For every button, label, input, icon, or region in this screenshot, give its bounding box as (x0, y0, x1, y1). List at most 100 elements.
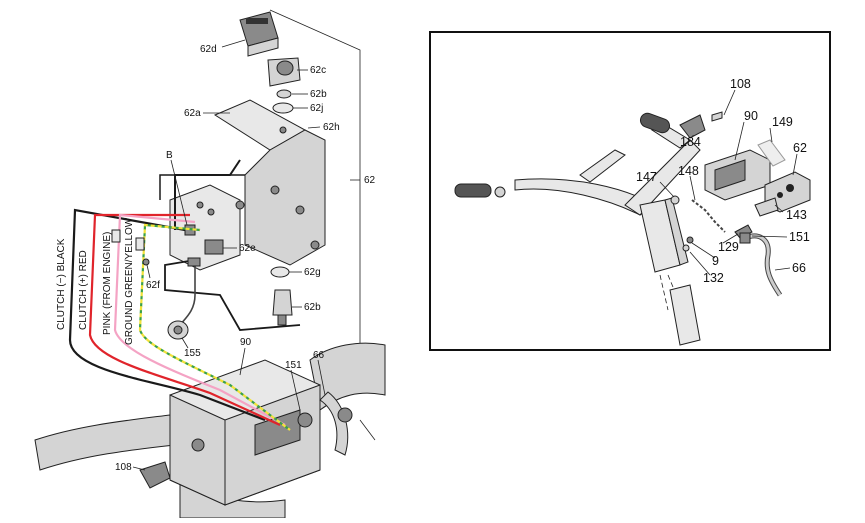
r-callout-90: 90 (744, 109, 758, 123)
nut-62b-top (276, 89, 292, 99)
sensor-155-center (173, 325, 183, 335)
callout-62h: 62h (323, 122, 340, 133)
bracket-top-hole (279, 126, 287, 134)
wire-label-clutch-black: CLUTCH (−) BLACK (56, 238, 67, 330)
wire-label-pink: PINK (FROM ENGINE) (102, 232, 113, 335)
handlebar-left-brace (579, 149, 626, 183)
wire-clutch-black (68, 208, 266, 422)
wire-clutch-red (88, 213, 281, 427)
r-leader-62 (792, 153, 798, 176)
callout-62e: 62e (239, 243, 256, 254)
bracket-grommet (297, 412, 313, 428)
cable-end-151 (739, 232, 751, 244)
wire-label-ground: GROUND GREEN/YELLOW (124, 217, 135, 345)
leader-B (170, 159, 188, 226)
wire-ground-yellow (138, 223, 291, 431)
callout-90: 90 (240, 337, 252, 348)
r-leader-132 (689, 251, 711, 276)
r-callout-143: 143 (786, 208, 807, 222)
switch-key (777, 192, 783, 198)
r-callout-9: 9 (712, 254, 719, 268)
cable-clamp (337, 407, 353, 423)
clip-108 (139, 461, 171, 489)
board-terminal-1 (196, 201, 204, 209)
switch-rocker (246, 18, 268, 24)
r-callout-108: 108 (730, 77, 751, 91)
bracket-bolt-hole (191, 438, 205, 452)
callout-108: 108 (115, 462, 132, 473)
key-switch-stem (277, 314, 287, 326)
r-callout-66: 66 (792, 261, 806, 275)
cover-149 (757, 139, 786, 167)
cable-66 (319, 391, 349, 456)
wire-pink (113, 213, 286, 426)
washer-147 (670, 195, 680, 205)
callout-62f: 62f (146, 280, 160, 291)
r-leader-9 (691, 242, 716, 259)
washer-62g (270, 266, 290, 278)
leader-66 (317, 359, 326, 396)
r-callout-149: 149 (772, 115, 793, 129)
switch-knob (786, 184, 794, 192)
leader-62h (307, 126, 321, 129)
r-leader-143 (774, 204, 784, 213)
leader-62f (146, 264, 151, 279)
washer-62j (272, 102, 294, 114)
callout-62j: 62j (310, 103, 323, 114)
board-terminal-2 (207, 208, 215, 216)
r-leader-108 (723, 89, 736, 116)
knob-62c-face (276, 60, 294, 76)
grip-end-cap (494, 186, 506, 198)
callout-155: 155 (184, 348, 201, 359)
callout-66: 66 (313, 350, 325, 361)
r-leader-147 (659, 181, 675, 198)
r-callout-147: 147 (636, 170, 657, 184)
left-grip (454, 183, 492, 198)
leader-62d (221, 39, 246, 48)
board-screw (235, 200, 245, 210)
r-callout-184: 184 (680, 135, 701, 149)
switch-bracket-plate (244, 129, 326, 266)
leader-151 (290, 369, 301, 411)
r-leader-66 (774, 267, 791, 271)
callout-62b-top: 62b (310, 89, 327, 100)
cable-end-leader (359, 419, 376, 441)
r-leader-148 (689, 175, 696, 201)
r-leader-151 (751, 235, 788, 238)
right-exploded-diagram: 108 90 149 62 184 147 148 143 151 129 9 … (429, 31, 831, 351)
bracket-hole-3 (310, 240, 320, 250)
leader-90 (239, 347, 246, 376)
r-leader-90 (734, 121, 745, 161)
right-grip (639, 112, 671, 134)
screw-108 (711, 111, 723, 122)
inline-connector-2 (135, 237, 145, 251)
callout-62d: 62d (200, 44, 217, 55)
screw-62f (142, 258, 150, 266)
wire-key-switch (164, 259, 301, 331)
key-switch-62b (272, 289, 293, 316)
connector-143 (754, 197, 779, 217)
leader-108 (132, 466, 146, 471)
wire-board-upper (159, 174, 245, 200)
r-callout-151: 151 (789, 230, 810, 244)
r-callout-148: 148 (678, 164, 699, 178)
bracket-hole-2 (270, 185, 280, 195)
wire-label-clutch-red: CLUTCH (+) RED (78, 250, 89, 330)
switch-62d-base (247, 37, 279, 57)
bracket-hole-1 (295, 205, 305, 215)
callout-62: 62 (364, 175, 376, 186)
r-leader-149 (769, 127, 773, 143)
callout-B: B (166, 150, 173, 161)
inline-connector-1 (111, 229, 121, 243)
connector-62f (187, 257, 201, 267)
relay-62e (204, 239, 224, 255)
r-callout-132: 132 (703, 271, 724, 285)
callout-62a: 62a (184, 108, 201, 119)
bracket-184 (679, 114, 706, 139)
control-box-panel (714, 159, 746, 191)
leader-155 (181, 337, 189, 349)
post-dash-line-2 (659, 274, 669, 311)
lower-post (669, 284, 701, 346)
